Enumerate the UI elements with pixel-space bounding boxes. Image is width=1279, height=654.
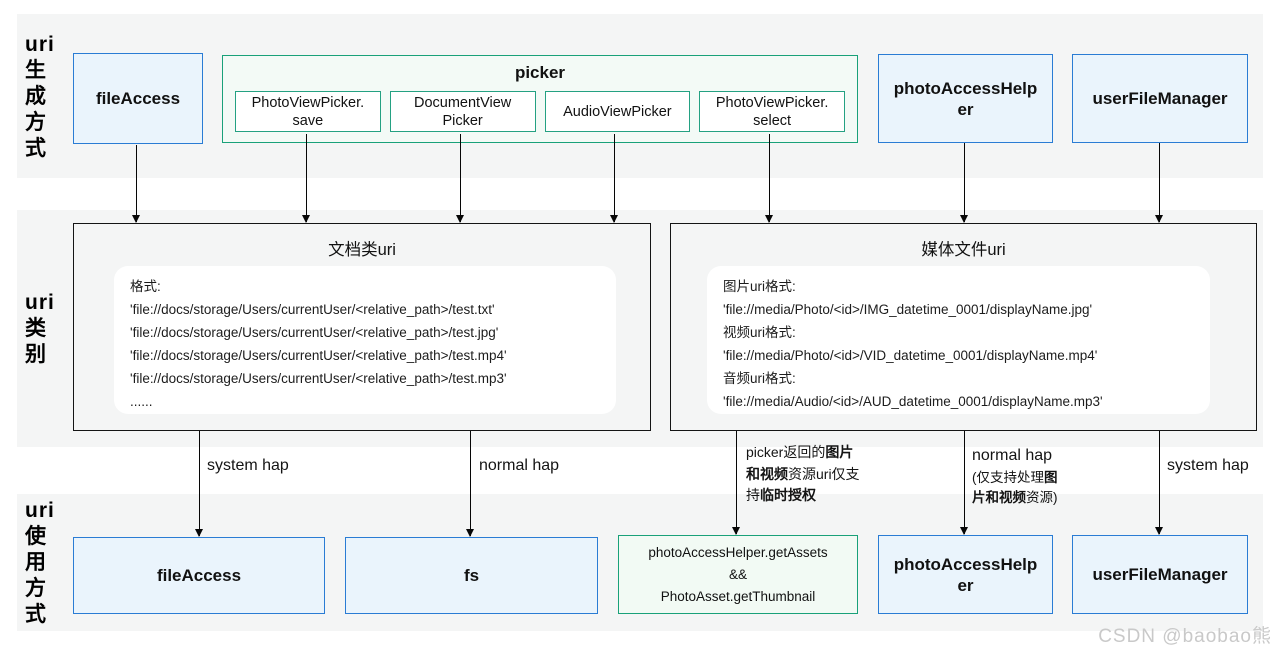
picker-group-title: picker <box>514 63 566 82</box>
document-uri-title: 文档类uri <box>328 241 396 259</box>
node-userfilemanager-generation: userFileManager <box>1072 54 1248 143</box>
arrow-documentviewpicker-to-docuri <box>455 134 464 223</box>
edge-label-normal-hap-left: normal hap <box>479 457 560 474</box>
node-photoaccesshelper-usage: photoAccessHelper <box>878 535 1053 614</box>
picker-items-row: PhotoViewPicker. save DocumentView Picke… <box>235 91 845 132</box>
label-uri-category: uri 类 别 <box>25 291 55 366</box>
arrow-mediauri-to-userfilemanager <box>1154 431 1163 535</box>
node-getassets-getthumbnail-usage: photoAccessHelper.getAssets && PhotoAsse… <box>618 535 858 614</box>
node-fileaccess-usage: fileAccess <box>73 537 325 614</box>
node-media-uri: 媒体文件uri 图片uri格式: 'file://media/Photo/<id… <box>670 223 1257 431</box>
label-uri-generation-method: uri 生 成 方 式 <box>25 33 55 160</box>
arrow-audioviewpicker-to-docuri <box>609 134 618 223</box>
arrow-photoviewpicker-select-to-mediauri <box>764 134 773 223</box>
node-fs-usage: fs <box>345 537 598 614</box>
edge-label-normal-hap-right: normal hap (仅支持处理图片和视频资源) <box>972 447 1092 508</box>
node-document-uri: 文档类uri 格式: 'file://docs/storage/Users/cu… <box>73 223 651 431</box>
edge-label-system-hap-right: system hap <box>1167 457 1249 474</box>
edge-note-image-video-only: (仅支持处理图片和视频资源) <box>972 470 1058 505</box>
arrow-photoaccesshelper-to-mediauri <box>959 143 968 223</box>
arrow-mediauri-to-photoaccesshelper <box>959 431 968 535</box>
arrow-mediauri-to-getassets <box>731 431 740 535</box>
node-documentviewpicker: DocumentView Picker <box>389 91 536 132</box>
arrow-docuri-to-fileaccess <box>194 431 203 537</box>
edge-label-normal-hap-right-text: normal hap <box>972 447 1053 464</box>
document-uri-formats: 格式: 'file://docs/storage/Users/currentUs… <box>114 266 616 414</box>
label-uri-usage-method: uri 使 用 方 式 <box>25 499 55 626</box>
media-uri-formats: 图片uri格式: 'file://media/Photo/<id>/IMG_da… <box>707 266 1210 414</box>
arrow-docuri-to-fs <box>465 431 474 537</box>
node-photoaccesshelper-generation: photoAccessHelper <box>878 54 1053 143</box>
node-userfilemanager-usage: userFileManager <box>1072 535 1248 614</box>
arrow-userfilemanager-to-mediauri <box>1154 143 1163 223</box>
arrow-photoviewpicker-save-to-docuri <box>301 134 310 223</box>
node-fileaccess-generation: fileAccess <box>73 53 203 144</box>
group-picker: picker PhotoViewPicker. save DocumentVie… <box>222 55 858 143</box>
edge-label-system-hap-left: system hap <box>207 457 289 474</box>
node-photoviewpicker-select: PhotoViewPicker. select <box>699 91 845 132</box>
arrow-fileaccess-to-docuri <box>131 145 140 223</box>
node-audioviewpicker: AudioViewPicker <box>544 91 691 132</box>
media-uri-title: 媒体文件uri <box>921 241 1006 259</box>
node-photoviewpicker-save: PhotoViewPicker. save <box>235 91 381 132</box>
edge-note-picker-temporary-authorization: picker返回的图片和视频资源uri仅支持临时授权 <box>746 444 860 503</box>
csdn-watermark: CSDN @baobao熊 <box>1098 626 1272 647</box>
